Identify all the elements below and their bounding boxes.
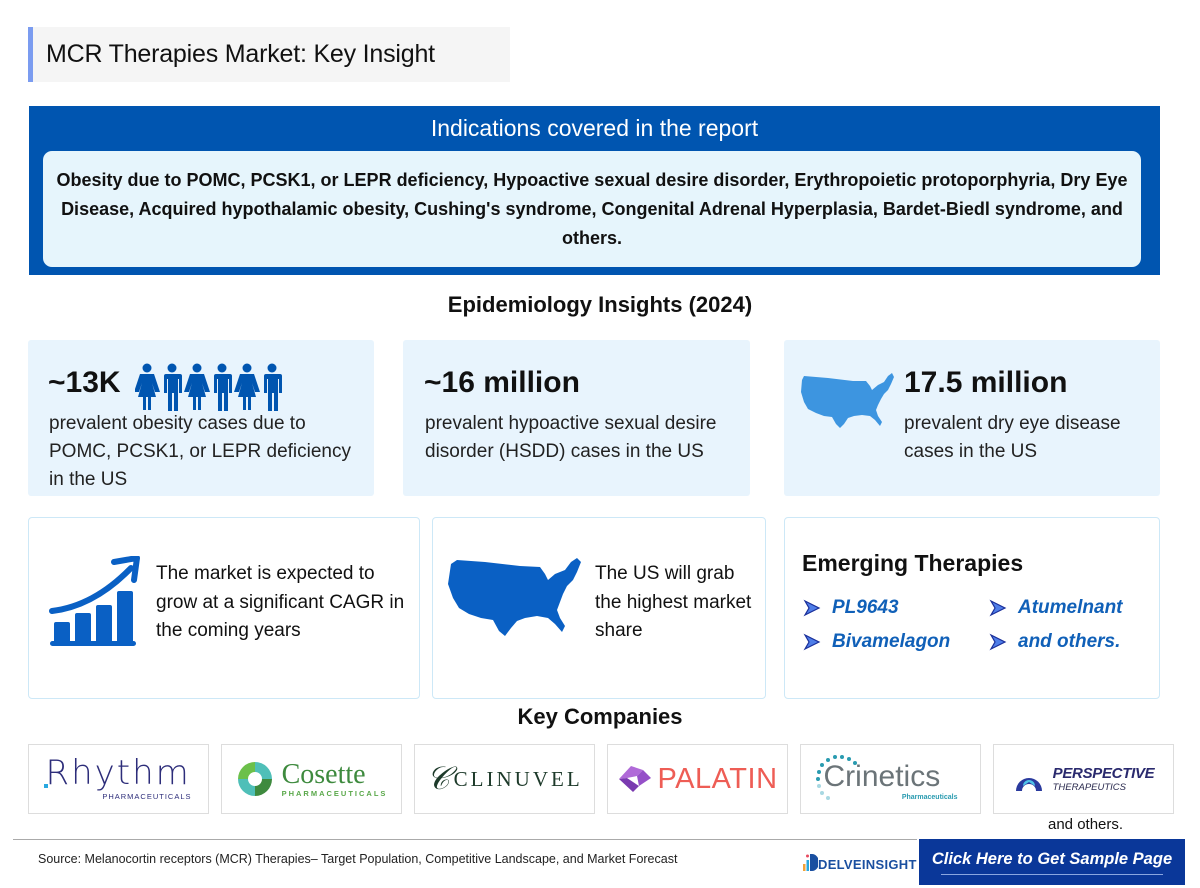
palatin-mark-icon (619, 766, 652, 792)
market-growth-text: The market is expected to grow at a sign… (156, 563, 405, 641)
arrow-bullet-icon (803, 599, 821, 617)
therapy-item: Atumelnant (989, 595, 1149, 621)
therapy-item: Bivamelagon (803, 629, 989, 655)
crinetics-dots-icon (815, 755, 857, 800)
arrow-bullet-icon (803, 633, 821, 651)
logo-rhythm: Rhythm PHARMACEUTICALS (28, 744, 209, 814)
logo-clinuvel: 𝒞 CLINUVEL (414, 744, 595, 814)
indications-panel: Indications covered in the report Obesit… (29, 106, 1160, 275)
emerging-therapies-card: Emerging Therapies PL9643 Atumelnant Biv… (784, 517, 1160, 699)
logo-crinetics: Crinetics Pharmaceuticals (800, 744, 981, 814)
emerging-therapies-title: Emerging Therapies (802, 550, 1024, 576)
clinuvel-mark-icon: 𝒞 (426, 760, 450, 796)
logo-palatin: PALATIN (607, 744, 788, 814)
arrow-bullet-icon (989, 633, 1007, 651)
cta-underline (941, 873, 1163, 875)
us-share-text: The US will grab the highest market shar… (595, 563, 752, 641)
indications-box: Obesity due to POMC, PCSK1, or LEPR defi… (43, 151, 1141, 267)
logo-cosette: Cosette PHARMACEUTICALS (221, 744, 402, 814)
epi-card-hsdd: ~16 million prevalent hypoactive sexual … (403, 340, 750, 496)
delveinsight-logo: DELVEINSIGHT (802, 852, 917, 872)
cosette-mark-icon (237, 762, 272, 796)
page-title: MCR Therapies Market: Key Insight (46, 40, 435, 68)
epi-card-dry-eye: 17.5 million prevalent dry eye disease c… (784, 340, 1160, 496)
emerging-therapies-list: PL9643 Atumelnant Bivamelagon and others… (803, 595, 1149, 655)
source-text: Source: Melanocortin receptors (MCR) The… (38, 852, 678, 866)
growth-chart-icon (49, 555, 141, 655)
page-header: MCR Therapies Market: Key Insight (28, 27, 510, 82)
epi-description: prevalent obesity cases due to POMC, PCS… (49, 413, 351, 490)
therapy-item: and others. (989, 629, 1149, 655)
epidemiology-title: Epidemiology Insights (2024) (447, 292, 753, 317)
logo-perspective: PERSPECTIVE THERAPEUTICS (993, 744, 1174, 814)
epi-value: ~16 million (424, 366, 580, 399)
market-growth-card: The market is expected to grow at a sign… (28, 517, 420, 699)
epi-value: ~13K (48, 366, 121, 399)
epi-value: 17.5 million (904, 366, 1068, 399)
people-icon (135, 363, 285, 411)
footer-divider (13, 839, 917, 840)
epi-card-obesity: ~13K prevalent obesity cases due to POMC… (28, 340, 374, 496)
get-sample-page-button[interactable]: Click Here to Get Sample Page (919, 839, 1185, 885)
perspective-mark-icon (1015, 778, 1042, 791)
key-companies-title: Key Companies (517, 704, 683, 729)
companies-others: and others. (1048, 816, 1124, 833)
company-logos: Rhythm PHARMACEUTICALS Cosette PHARMACEU… (28, 744, 1174, 814)
delveinsight-mark-icon (803, 854, 818, 871)
epi-description: prevalent hypoactive sexual desire disor… (425, 413, 717, 462)
us-map-icon (445, 556, 585, 649)
indications-text: Obesity due to POMC, PCSK1, or LEPR defi… (56, 169, 1128, 248)
arrow-bullet-icon (989, 599, 1007, 617)
us-share-card: The US will grab the highest market shar… (432, 517, 766, 699)
us-map-icon (798, 372, 898, 439)
therapy-item: PL9643 (803, 595, 989, 621)
epi-description: prevalent dry eye disease cases in the U… (904, 413, 1121, 462)
indications-title: Indications covered in the report (430, 115, 759, 141)
